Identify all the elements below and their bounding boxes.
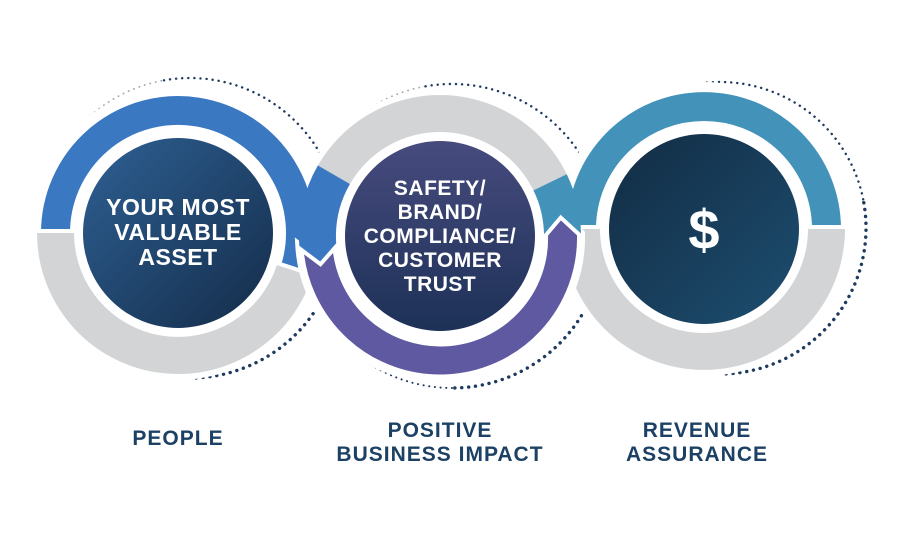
inner-circle-business-impact xyxy=(345,141,535,331)
label-line: ASSURANCE xyxy=(626,443,768,466)
dotted-arc xyxy=(718,201,868,376)
inner-circle-revenue xyxy=(609,134,799,324)
inner-text-line: SAFETY/ xyxy=(394,177,486,200)
label-revenue-assurance: REVENUE ASSURANCE xyxy=(626,419,768,466)
label-line: PEOPLE xyxy=(132,427,223,450)
dotted-arc xyxy=(188,200,342,380)
inner-text-business-impact: SAFETY/ BRAND/ COMPLIANCE/ CUSTOMER TRUS… xyxy=(364,177,517,296)
inner-text-people: YOUR MOST VALUABLE ASSET xyxy=(106,194,250,270)
inner-text-line: ASSET xyxy=(138,244,217,270)
inner-text-line: COMPLIANCE/ xyxy=(364,225,517,248)
dotted-arc xyxy=(693,80,865,204)
label-positive-business-impact: POSITIVE BUSINESS IMPACT xyxy=(336,419,543,466)
inner-circle-people xyxy=(83,138,273,328)
teal-chevron-handoff xyxy=(533,174,581,235)
inner-text-line: CUSTOMER xyxy=(378,249,502,272)
inner-text-line: VALUABLE xyxy=(114,219,242,245)
dotted-arc xyxy=(450,207,606,390)
ring-bottom-gray-circle-3 xyxy=(563,229,845,370)
ring-bottom-purple-circle-2 xyxy=(294,208,586,383)
inner-text-line: YOUR MOST xyxy=(106,194,250,220)
inner-text-line: TRUST xyxy=(404,273,477,296)
inner-text-line: BRAND/ xyxy=(398,201,483,224)
blue-chevron-handoff xyxy=(298,165,350,262)
label-people: PEOPLE xyxy=(132,427,223,450)
label-line: POSITIVE xyxy=(388,419,493,442)
ring-top-teal-circle-3 xyxy=(558,84,850,233)
dollar-symbol: $ xyxy=(688,198,719,261)
ring-bottom-gray-circle-1 xyxy=(36,233,313,375)
label-line: BUSINESS IMPACT xyxy=(336,443,543,466)
ring-top-gray-circle-2 xyxy=(299,95,581,236)
label-line: REVENUE xyxy=(643,419,752,442)
